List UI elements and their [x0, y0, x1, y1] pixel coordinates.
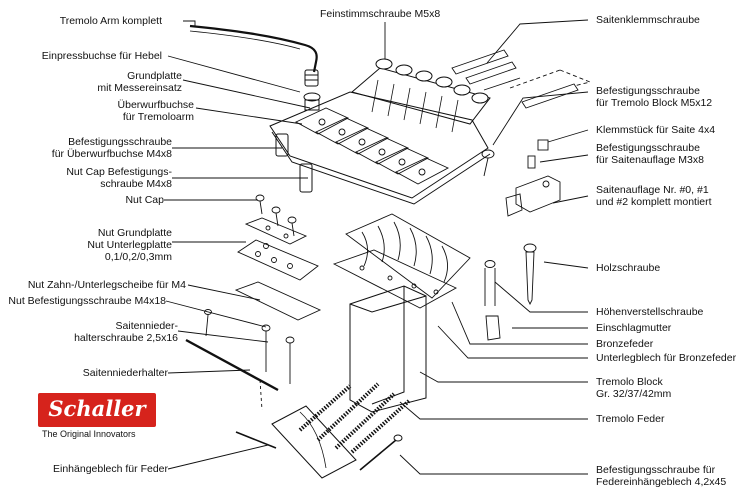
label-klemmstueck: Klemmstück für Saite 4x4 [596, 124, 716, 136]
tremolo-block-part [349, 285, 427, 413]
logo-brand: Schaller [48, 396, 146, 421]
label-nut-zahn: Nut Zahn-/Unterlegscheibe für M4 [27, 279, 186, 291]
label-feinstimmschraube: Feinstimmschraube M5x8 [320, 8, 441, 20]
label-nut-cap: Nut Cap [125, 194, 164, 206]
logo-tagline: The Original Innovators [42, 429, 136, 439]
label-unterlegblech: Unterlegblech für Bronzefeder [596, 352, 737, 364]
label-bef-feder-2: Federeinhängeblech 4,2x45 [596, 476, 727, 488]
label-einschlagmutter: Einschlagmutter [596, 322, 672, 334]
label-bef-feder-1: Befestigungsschraube für [596, 464, 716, 476]
label-bef-block-1: Befestigungsschraube [596, 85, 700, 97]
label-befestigung-ueberwurf-1: Befestigungsschraube [68, 136, 172, 148]
saddle-part [481, 139, 561, 217]
base-plate-part [269, 58, 491, 205]
label-ueberwurfbuchse-1: Überwurfbuchse [117, 99, 194, 111]
label-befestigung-ueberwurf-2: für Überwurfbuchse M4x8 [51, 148, 172, 160]
logo-badge [38, 393, 156, 427]
label-nut-grund-1: Nut Grundplatte [97, 227, 172, 239]
label-nut-grund-3: 0,1/0,2/0,3mm [104, 251, 172, 263]
label-saitenauflage-2: und #2 komplett montiert [596, 196, 712, 208]
label-tremolo-block-1: Tremolo Block [596, 376, 663, 388]
label-tremolo-arm: Tremolo Arm komplett [59, 15, 162, 27]
nut-assembly-part [234, 194, 322, 321]
string-clamp-screws-part [451, 49, 592, 109]
label-saitenklemm: Saitenklemmschraube [596, 14, 700, 26]
label-bronzefeder: Bronzefeder [596, 338, 654, 350]
height-screw-part [484, 243, 537, 341]
spring-claw-part [235, 405, 403, 479]
schaller-logo: Schaller The Original Innovators [38, 393, 158, 443]
label-grundplatte-1: Grundplatte [127, 70, 182, 82]
label-bef-block-2: für Tremolo Block M5x12 [596, 97, 713, 109]
label-nut-cap-bef-1: Nut Cap Befestigungs- [66, 166, 172, 178]
label-hoehenverstell: Höhenverstellschraube [596, 306, 704, 318]
label-einhaenge: Einhängeblech für Feder [53, 463, 168, 475]
label-bef-saitenauflage-2: für Saitenauflage M3x8 [596, 154, 704, 166]
tremolo-springs-part [298, 382, 412, 454]
label-holzschraube: Holzschraube [596, 262, 661, 274]
tremolo-arm-part [189, 24, 321, 111]
label-saitenniederhalter: Saitenniederhalter [82, 367, 168, 379]
label-saitennieder-2: halterschraube 2,5x16 [74, 332, 178, 344]
label-tremolo-block-2: Gr. 32/37/42mm [596, 388, 672, 400]
label-saitenauflage-1: Saitenauflage Nr. #0, #1 [596, 184, 709, 196]
retainer-screws-part [185, 309, 295, 411]
bronze-spring-part [332, 213, 471, 309]
label-ueberwurfbuchse-2: für Tremoloarm [122, 111, 194, 123]
label-saitennieder-1: Saitennieder- [115, 320, 178, 332]
leader-lines [164, 19, 589, 475]
label-nut-grund-2: Nut Unterlegplatte [87, 239, 172, 251]
label-grundplatte-2: mit Messereinsatz [97, 82, 182, 94]
label-nut-cap-bef-2: schraube M4x8 [100, 178, 172, 190]
label-bef-saitenauflage-1: Befestigungsschraube [596, 142, 700, 154]
label-nut-bef: Nut Befestigungsschraube M4x18 [8, 295, 166, 307]
label-tremolo-feder: Tremolo Feder [596, 413, 665, 425]
label-einpressbuchse: Einpressbuchse für Hebel [41, 50, 162, 62]
